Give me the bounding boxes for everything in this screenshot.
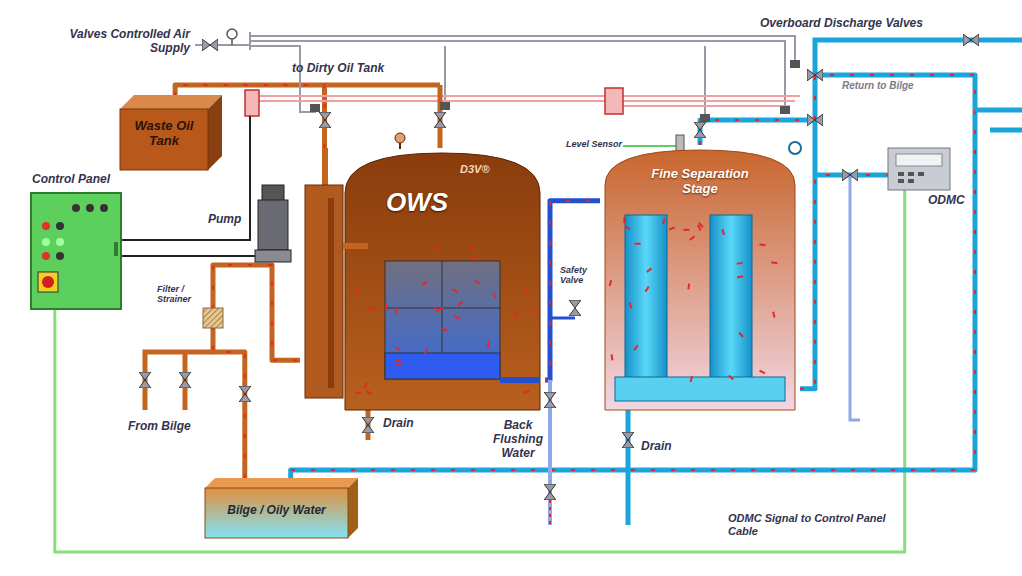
equipment-node: Control Panel (30, 192, 122, 310)
pipe-connector (800, 175, 888, 389)
part-label: Drain (383, 417, 414, 431)
filter-strainer (203, 308, 223, 328)
equipment-outline (30, 192, 122, 310)
part-label: Return to Bilge (842, 80, 914, 92)
equipment-name: OWS (386, 188, 448, 218)
cable-label: ODMC Signal to Control Panel Cable (728, 512, 898, 537)
equipment-node: Fine Separation Stage (600, 145, 800, 410)
bilge-suction (145, 352, 213, 410)
part-label: Back Flushing Water (490, 419, 546, 460)
equipment-name: ODMC (928, 194, 965, 208)
part-label: to Dirty Oil Tank (292, 62, 384, 76)
part-label: Filter / Strainer (157, 284, 203, 305)
sensor-box (245, 90, 259, 116)
part-label: Pump (208, 213, 241, 227)
equipment-node: ODMC (888, 148, 950, 190)
part-label: Level Sensor (566, 139, 622, 149)
part-label: Safety Valve (560, 265, 598, 286)
equipment-name: Control Panel (32, 173, 110, 187)
pump (255, 185, 291, 262)
equipment-name: Bilge / Oily Water (205, 504, 348, 518)
part-label: From Bilge (128, 420, 191, 434)
equipment-name: D3V® (460, 163, 490, 176)
overboard-pipes (815, 40, 1022, 175)
part-label: Valves Controlled Air Supply (62, 28, 190, 56)
part-label: Overboard Discharge Valves (760, 17, 923, 31)
pipe-connector (291, 75, 975, 478)
part-label: Drain (641, 440, 672, 454)
equipment-name: Fine Separation Stage (635, 167, 765, 197)
equipment-node: OWS D3V® (300, 148, 545, 410)
pipe-connector (545, 201, 600, 380)
equipment-node: Waste Oil Tank (120, 95, 222, 170)
gauge (395, 133, 405, 143)
sensor-box (605, 88, 623, 114)
signal-lines (259, 96, 800, 106)
gauge (789, 142, 801, 154)
equipment-node: Bilge / Oily Water (205, 478, 358, 538)
equipment-name: Waste Oil Tank (122, 119, 206, 149)
gauge (227, 29, 237, 39)
equipment-outline (888, 148, 950, 190)
pipe-connector (213, 265, 300, 478)
air-supply-lines (195, 32, 795, 120)
